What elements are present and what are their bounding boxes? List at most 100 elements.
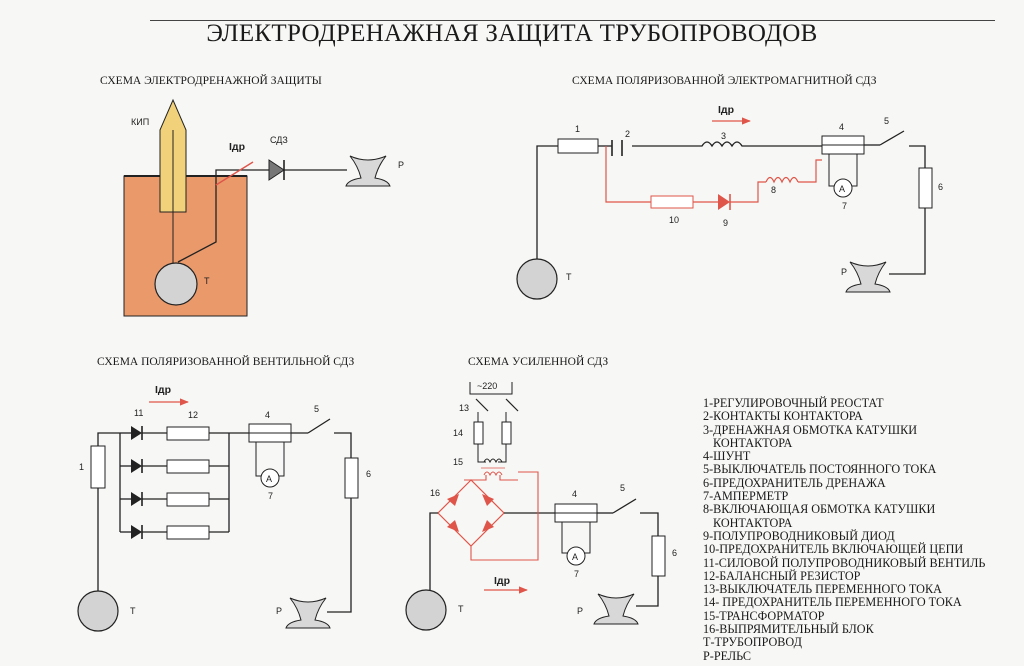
legend-item: 14- ПРЕДОХРАНИТЕЛЬ ПЕРЕМЕННОГО ТОКА: [703, 595, 962, 610]
drainage-scheme: КИП Iдр СДЗ Р Т: [123, 98, 404, 317]
pipe-3: [77, 590, 119, 632]
svg-text:16: 16: [430, 488, 440, 498]
p-label-4: Р: [577, 606, 583, 616]
sdz-label: СДЗ: [270, 135, 288, 145]
legend-item: 9-ПОЛУПРОВОДНИКОВЫЙ ДИОД: [703, 528, 895, 543]
svg-text:6: 6: [938, 182, 943, 192]
svg-text:12: 12: [188, 410, 198, 420]
valve-branch-3: [120, 492, 229, 507]
idr-label-2: Iдр: [718, 104, 734, 116]
rail-4: [593, 593, 639, 625]
t-label-2: Т: [566, 272, 572, 282]
svg-text:1: 1: [575, 124, 580, 134]
svg-text:7: 7: [268, 491, 273, 501]
rail-3: [285, 597, 331, 629]
legend-item: 8-ВКЛЮЧАЮЩАЯ ОБМОТКА КАТУШКИ: [703, 502, 936, 517]
section-title-enhanced: СХЕМА УСИЛЕННОЙ СДЗ: [468, 356, 609, 368]
v220-label: ~220: [477, 381, 497, 391]
legend-item: 12-БАЛАНСНЫЙ РЕЗИСТОР: [703, 568, 861, 583]
legend-item: 4-ШУНТ: [703, 449, 751, 464]
svg-text:A: A: [572, 552, 578, 562]
switch-5b: [307, 418, 331, 434]
legend-item: КОНТАКТОРА: [713, 515, 793, 530]
legend-item: 13-ВЫКЛЮЧАТЕЛЬ ПЕРЕМЕННОГО ТОКА: [703, 582, 942, 597]
legend-item: 6-ПРЕДОХРАНИТЕЛЬ ДРЕНАЖА: [703, 475, 886, 490]
ammeter-7: [833, 178, 853, 198]
legend-item: 1-РЕГУЛИРОВОЧНЫЙ РЕОСТАТ: [703, 396, 884, 410]
valve-branch-4: [120, 525, 229, 540]
svg-text:8: 8: [771, 185, 776, 195]
switch-13a: [475, 398, 489, 412]
sdz-diode: [268, 159, 285, 181]
legend-item: КОНТАКТОРА: [713, 435, 793, 450]
title-rule: [150, 20, 995, 21]
switch-5c: [612, 498, 637, 514]
rail-2: [845, 261, 891, 293]
svg-text:5: 5: [620, 483, 625, 493]
ammeter-7c: [566, 546, 586, 566]
switch-5: [879, 130, 905, 146]
pipe-1: [154, 262, 198, 306]
diode-9: [718, 194, 730, 210]
rail-1: [345, 155, 391, 187]
svg-text:7: 7: [842, 201, 847, 211]
fuse-14a: [473, 421, 484, 445]
valve-branch-2: [120, 459, 229, 474]
svg-text:14: 14: [453, 428, 463, 438]
legend-item: 7-АМПЕРМЕТР: [703, 489, 789, 504]
rheostat-3: [90, 445, 106, 489]
svg-text:5: 5: [314, 404, 319, 414]
transformer-secondary: [483, 471, 503, 477]
svg-text:A: A: [839, 184, 845, 194]
fuse-6: [918, 167, 933, 209]
legend-item: 3-ДРЕНАЖНАЯ ОБМОТКА КАТУШКИ: [703, 422, 918, 437]
svg-text:5: 5: [884, 116, 889, 126]
pipe-4: [405, 589, 447, 631]
polarized-valve-scheme: Iдр Т 1 11 12: [77, 384, 371, 632]
svg-text:1: 1: [79, 462, 84, 472]
svg-text:7: 7: [574, 569, 579, 579]
rectifier-16: [437, 479, 505, 547]
valve-branch-1: [120, 426, 229, 441]
switch-13b: [505, 398, 519, 412]
rheostat-1: [557, 138, 599, 154]
p-label-1: Р: [398, 160, 404, 170]
svg-text:4: 4: [839, 122, 844, 132]
legend-item: Р-РЕЛЬС: [703, 648, 751, 663]
t-label-3: Т: [130, 606, 136, 616]
transformer-primary: [483, 458, 503, 464]
svg-text:4: 4: [572, 489, 577, 499]
section-title-drainage: СХЕМА ЭЛЕКТРОДРЕНАЖНОЙ ЗАЩИТЫ: [100, 75, 322, 87]
svg-text:9: 9: [723, 218, 728, 228]
svg-text:10: 10: [669, 215, 679, 225]
pipe-2: [516, 258, 558, 300]
svg-text:11: 11: [134, 408, 143, 418]
legend-item: 2-КОНТАКТЫ КОНТАКТОРА: [703, 409, 863, 424]
page-title: ЭЛЕКТРОДРЕНАЖНАЯ ЗАЩИТА ТРУБОПРОВОДОВ: [206, 20, 818, 47]
legend-item: 16-ВЫПРЯМИТЕЛЬНЫЙ БЛОК: [703, 622, 874, 637]
legend-item: 10-ПРЕДОХРАНИТЕЛЬ ВКЛЮЧАЮЩЕЙ ЦЕПИ: [703, 542, 964, 557]
idr-label-1: Iдр: [229, 141, 245, 153]
coil-8: [765, 176, 799, 184]
t-label-4: Т: [458, 604, 464, 614]
svg-text:15: 15: [453, 457, 463, 467]
idr-line-1: [215, 161, 254, 186]
section-title-polarized-em: СХЕМА ПОЛЯРИЗОВАННОЙ ЭЛЕКТРОМАГНИТНОЙ СД…: [572, 75, 877, 87]
kip-label: КИП: [131, 117, 149, 127]
p-label-3: Р: [276, 606, 282, 616]
svg-text:6: 6: [672, 548, 677, 558]
drain-coil-3: [632, 141, 822, 148]
p-label-2: Р: [841, 267, 847, 277]
svg-text:13: 13: [459, 403, 469, 413]
svg-text:2: 2: [625, 129, 630, 139]
t-label-1: Т: [204, 276, 210, 286]
fuse-10: [650, 195, 694, 209]
svg-text:4: 4: [265, 410, 270, 420]
idr-label-3: Iдр: [155, 384, 171, 396]
idr-label-4: Iдр: [494, 575, 510, 587]
enhanced-scheme: ~220 13 14 15 16 Т Iдр 4: [405, 381, 677, 631]
polarized-em-scheme: Т 1 2 Iдр 3 4 A 7 5 6 Р 10 9: [516, 104, 943, 300]
ammeter-7b: [260, 468, 280, 488]
legend-item: 15-ТРАНСФОРМАТОР: [703, 608, 825, 623]
legend-item: Т-ТРУБОПРОВОД: [703, 635, 802, 650]
